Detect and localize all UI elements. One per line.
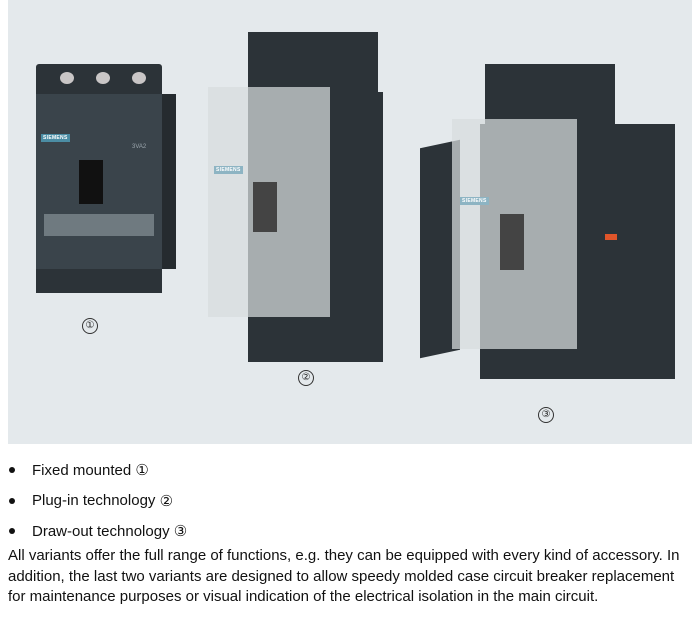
item-text: Fixed mounted — [32, 461, 132, 479]
draw-out-breaker: SIEMENS — [420, 64, 680, 384]
plug-in-breaker: SIEMENS — [208, 32, 388, 362]
product-figure: SIEMENS 3VA2 ① SIEMENS ② SIEMENS ③ — [8, 0, 692, 444]
siemens-logo: SIEMENS — [460, 197, 489, 205]
item-ref: ③ — [173, 523, 188, 541]
list-item: Plug-in technology ② — [8, 486, 187, 517]
breaker-handle — [79, 160, 103, 204]
bullet-icon — [9, 467, 15, 474]
variant-list: Fixed mounted ① Plug-in technology ② Dra… — [8, 455, 187, 547]
siemens-logo: SIEMENS — [214, 166, 243, 174]
item-text: Plug-in technology — [32, 492, 156, 510]
item-text: Draw-out technology — [32, 522, 170, 540]
callout-2: ② — [298, 370, 314, 386]
siemens-logo: SIEMENS — [41, 134, 70, 142]
list-item: Fixed mounted ① — [8, 455, 187, 486]
fixed-mounted-breaker: SIEMENS 3VA2 — [36, 64, 176, 294]
item-ref: ② — [159, 492, 174, 510]
item-ref: ① — [135, 462, 149, 480]
callout-3: ③ — [538, 407, 554, 423]
bullet-icon — [9, 528, 15, 535]
bullet-icon — [9, 497, 15, 504]
model-label: 3VA2 — [132, 144, 147, 150]
callout-1: ① — [82, 318, 98, 334]
description-paragraph: All variants offer the full range of fun… — [8, 547, 680, 605]
list-item: Draw-out technology ③ — [8, 516, 187, 547]
